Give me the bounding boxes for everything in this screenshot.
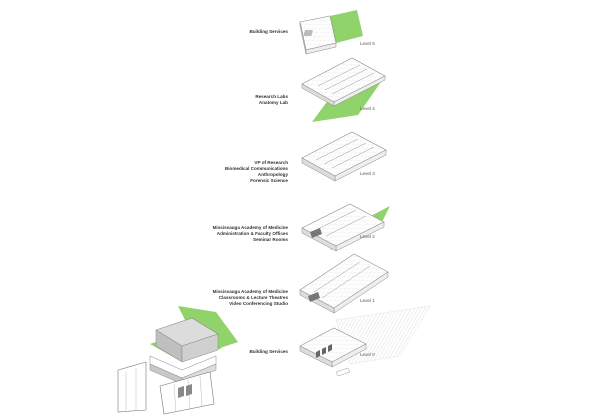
program-line: Video Conferencing Studio [229,301,288,306]
program-line: Mississauga Academy of Medicine [212,225,288,230]
program-line: Anatomy Lab [258,100,288,105]
program-level-3: VP of Research Biomedical Communications… [225,160,288,184]
level-label-2: Level 2 [360,234,375,239]
floor-plate-level-2 [301,203,390,252]
program-line: Building Services [249,29,288,34]
program-level-2: Mississauga Academy of Medicine Administ… [213,225,288,243]
program-line: Biomedical Communications [224,166,288,171]
floor-plate-level-5 [299,10,363,55]
program-line: Research Labs [255,94,288,99]
floor-plate-level-4 [301,57,386,122]
program-line: VP of Research [254,160,288,165]
level-label-0: Level 0 [360,352,375,357]
program-level-5: Building Services [249,29,288,35]
program-level-4: Research Labs Anatomy Lab [255,94,288,106]
program-level-0: Building Services [249,349,288,355]
floor-plate-level-3 [301,131,387,182]
floor-plate-level-0 [299,305,431,377]
program-line: Administration & Faculty Offices [216,231,288,236]
level-label-3: Level 3 [360,171,375,176]
program-line: Classrooms & Lecture Theatres [218,295,288,300]
level-label-5: Level 5 [360,41,375,46]
program-line: Forensic Science [250,178,288,183]
level-label-1: Level 1 [360,298,375,303]
program-line: Seminar Rooms [253,237,288,242]
program-line: Building Services [249,349,288,354]
program-line: Anthropology [257,172,288,177]
level-label-4: Level 4 [360,106,375,111]
assembled-building [117,306,238,415]
floor-plate-level-1 [299,253,389,314]
program-level-1: Mississauga Academy of Medicine Classroo… [213,289,288,307]
program-line: Mississauga Academy of Medicine [212,289,288,294]
